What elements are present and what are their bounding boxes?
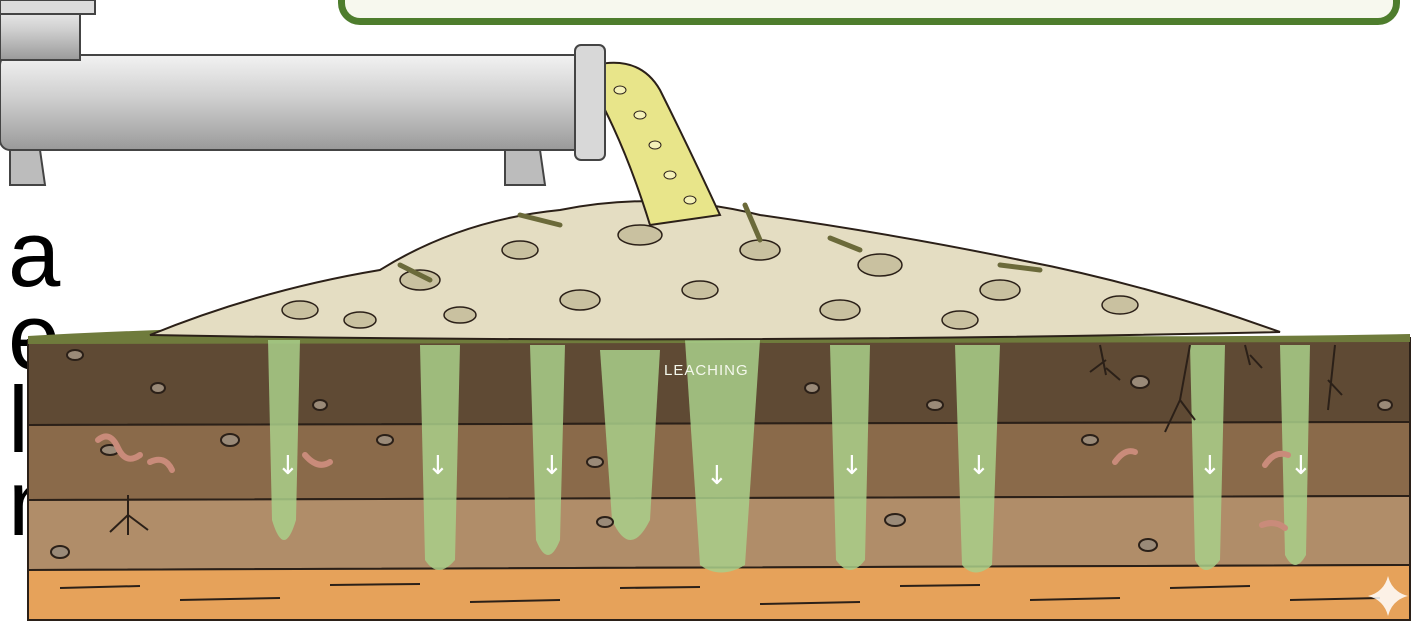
down-arrow-icon: ↓ bbox=[968, 451, 990, 481]
down-arrow-icon: ↓ bbox=[706, 461, 728, 491]
down-arrow-icon: ↓ bbox=[841, 451, 863, 481]
leaching-label: LEACHING bbox=[664, 362, 749, 379]
down-arrow-icon: ↓ bbox=[1290, 451, 1312, 481]
down-arrow-icon: ↓ bbox=[1199, 451, 1221, 481]
pipe-icon bbox=[0, 0, 605, 185]
waste-pile bbox=[150, 201, 1280, 339]
sand-layer bbox=[28, 565, 1410, 620]
waste-stream bbox=[595, 63, 720, 225]
down-arrow-icon: ↓ bbox=[427, 451, 449, 481]
down-arrow-icon: ↓ bbox=[277, 451, 299, 481]
down-arrow-icon: ↓ bbox=[541, 451, 563, 481]
